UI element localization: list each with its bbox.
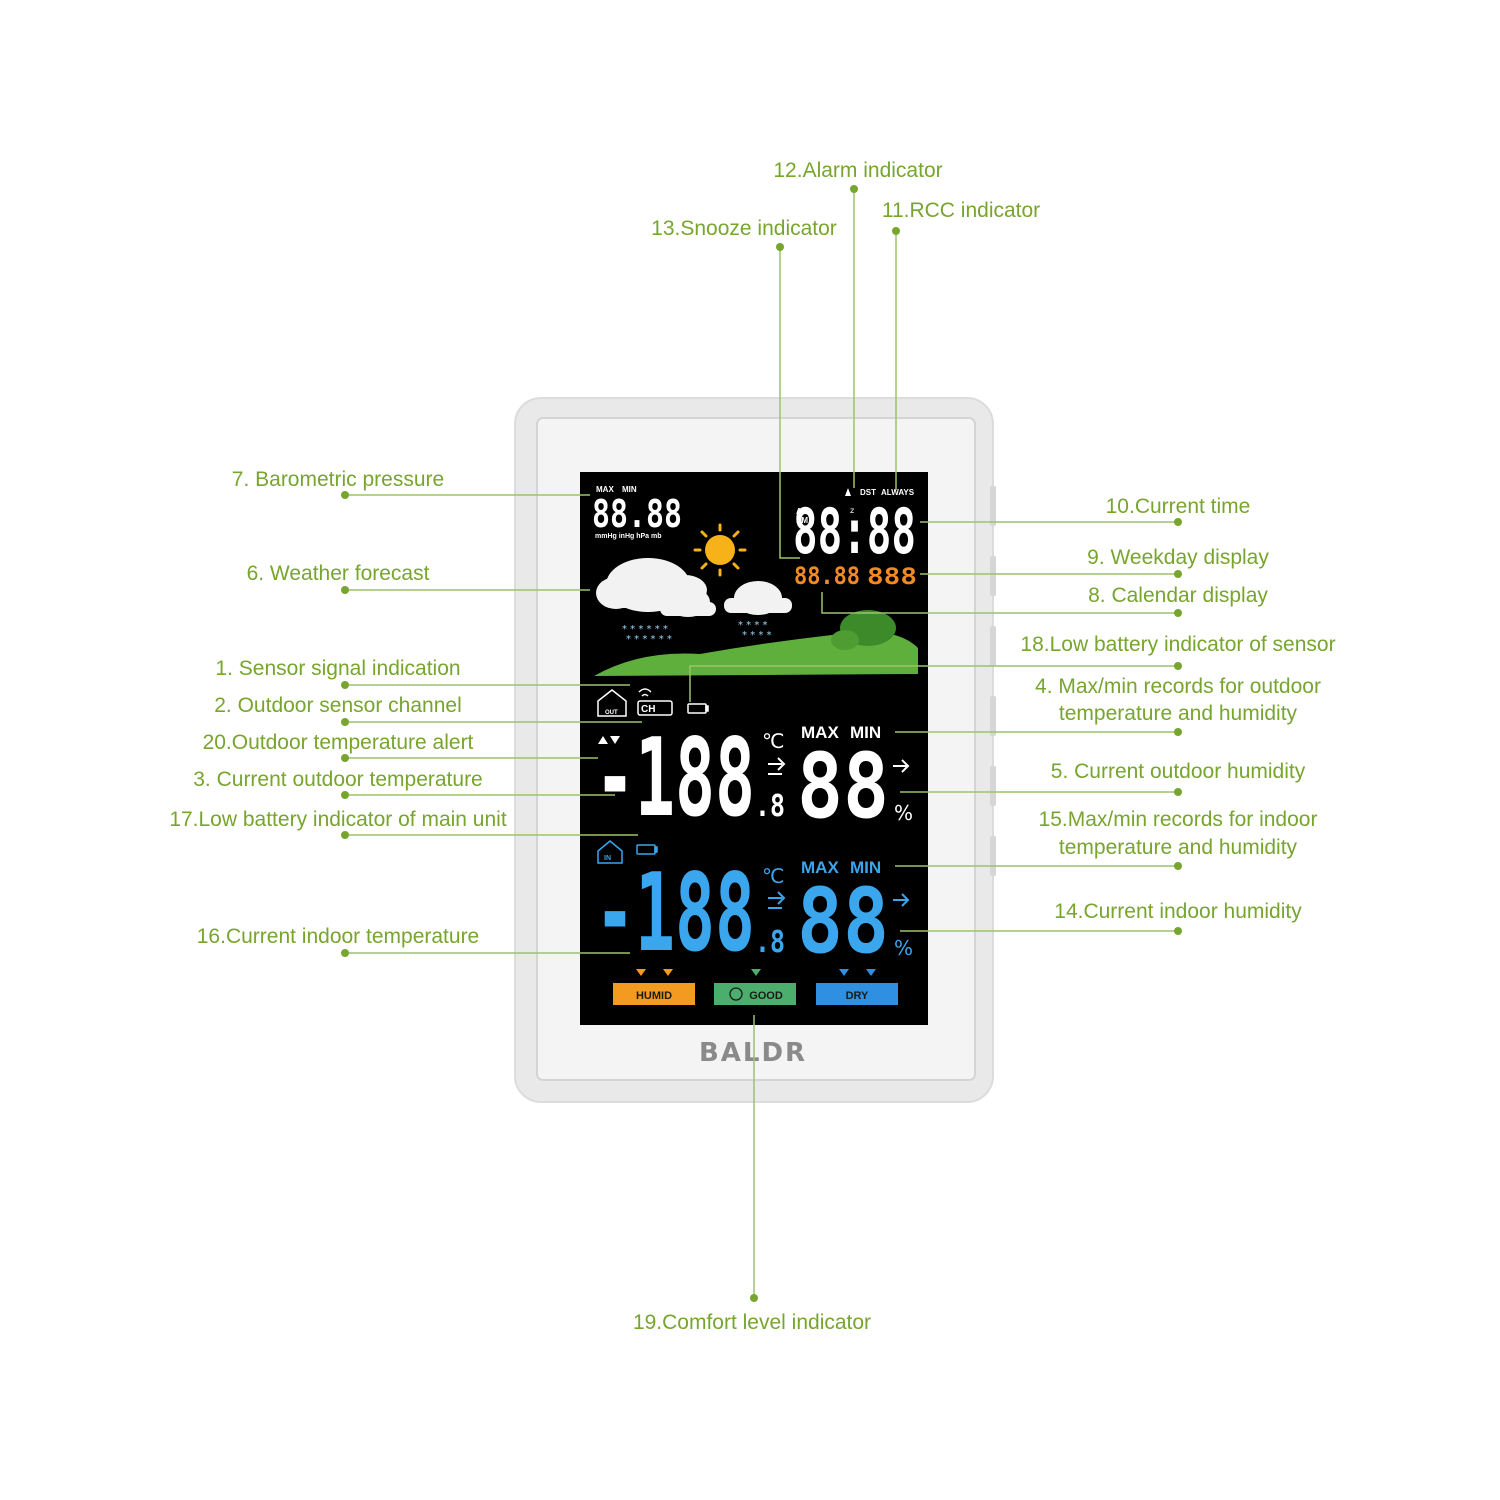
callout-indoor-maxmin-2: temperature and humidity	[1059, 836, 1298, 859]
callout-lowbatt-sensor: 18.Low battery indicator of sensor	[1020, 633, 1335, 656]
callout-snooze: 13.Snooze indicator	[651, 217, 837, 240]
pressure-units: mmHg inHg hPa mb	[595, 533, 662, 540]
channel-label: CH	[641, 704, 655, 715]
snowflake-icon: * * * * * * * * * * * * * * * * * * * *	[622, 620, 772, 645]
callout-temp-alert: 20.Outdoor temperature alert	[203, 731, 474, 754]
svg-text:* * * *: * * * *	[742, 630, 772, 641]
smile-icon	[729, 987, 743, 1001]
sun-icon	[693, 523, 747, 577]
comfort-arrow-icon	[636, 969, 876, 976]
callout-channel: 2. Outdoor sensor channel	[214, 694, 462, 717]
always-label: ALWAYS	[881, 488, 915, 497]
humid-badge	[613, 983, 695, 1005]
main-battery-icon	[636, 844, 658, 855]
pm-label: PM	[796, 516, 808, 525]
snooze-icon: z	[850, 506, 854, 515]
outdoor-max-label: MAX	[801, 723, 839, 742]
indoor-percent: %	[894, 936, 913, 960]
indoor-temp-decimal: .8	[755, 925, 785, 960]
small-cloud-icon	[660, 587, 716, 617]
indoor-trend-icon	[768, 891, 786, 909]
indoor-humidity-trend-icon	[893, 893, 910, 907]
callout-lowbatt-main: 17.Low battery indicator of main unit	[169, 808, 507, 831]
pressure-display: MAX MIN 88.88 mmHg inHg hPa mb	[592, 485, 682, 540]
svg-text:* * * * * *: * * * * * *	[622, 624, 668, 635]
dry-label: DRY	[846, 990, 869, 1002]
weather-forecast: * * * * * * * * * * * * * * * * * * * *	[594, 523, 918, 676]
humid-label: HUMID	[636, 990, 672, 1002]
callout-labels: 12.Alarm indicator 11.RCC indicator 13.S…	[169, 159, 1335, 1334]
outdoor-section: OUT CH -188 .8 ℃ MAX MIN 88 %	[595, 688, 913, 841]
leader-lines	[345, 190, 1178, 1297]
callout-outdoor-maxmin: 4. Max/min records for outdoor	[1035, 675, 1321, 698]
signal-icon	[638, 688, 652, 697]
outdoor-percent: %	[894, 801, 913, 825]
clock-display: DST ALWAYS AM PM 88:88 z	[793, 488, 916, 568]
pressure-max-label: MAX	[596, 485, 614, 494]
calendar-digits: 88.88	[794, 562, 860, 590]
am-label: AM	[796, 507, 809, 516]
channel-box: CH	[637, 700, 673, 716]
svg-text:* * * *: * * * *	[738, 620, 768, 631]
callout-comfort: 19.Comfort level indicator	[633, 1311, 871, 1334]
landscape-icon	[594, 610, 918, 676]
right-cloud-icon	[724, 581, 792, 615]
svg-text:* * * * * *: * * * * * *	[626, 634, 672, 645]
callout-signal: 1. Sensor signal indication	[215, 657, 460, 680]
callout-outdoor-maxmin-2: temperature and humidity	[1059, 702, 1298, 725]
indoor-min-label: MIN	[850, 858, 881, 877]
indoor-humidity-digits: 88	[797, 869, 889, 974]
good-label: GOOD	[749, 990, 783, 1002]
callout-weekday: 9. Weekday display	[1087, 546, 1269, 569]
outdoor-humidity-trend-icon	[893, 759, 910, 773]
weekday-digits: 888	[867, 565, 917, 590]
callout-indoor-maxmin: 15.Max/min records for indoor	[1039, 808, 1318, 831]
outdoor-trend-icon	[768, 757, 786, 775]
pressure-digits: 88.88	[592, 492, 682, 536]
callout-indoor-temp: 16.Current indoor temperature	[197, 925, 480, 948]
indoor-temp-digits: -188	[595, 851, 755, 976]
pressure-min-label: MIN	[622, 485, 637, 494]
callout-outdoor-humidity: 5. Current outdoor humidity	[1051, 760, 1306, 783]
comfort-indicator: HUMID GOOD DRY	[613, 969, 898, 1005]
callout-calendar: 8. Calendar display	[1088, 584, 1268, 607]
callout-indoor-humidity: 14.Current indoor humidity	[1054, 900, 1302, 923]
outdoor-temp-decimal: .8	[755, 789, 785, 824]
alarm-bell-icon	[845, 488, 851, 496]
indoor-temp-unit: ℃	[762, 864, 784, 888]
indoor-house-icon	[597, 840, 623, 864]
out-tag: OUT	[605, 710, 618, 716]
callout-rcc: 11.RCC indicator	[882, 199, 1040, 222]
callout-forecast: 6. Weather forecast	[247, 562, 430, 585]
in-tag: IN	[604, 855, 611, 862]
sensor-battery-icon	[687, 703, 709, 714]
clock-digits: 88:88	[793, 495, 916, 568]
callout-alarm: 12.Alarm indicator	[773, 159, 942, 182]
temp-alert-icon	[598, 736, 620, 744]
callout-outdoor-temp: 3. Current outdoor temperature	[193, 768, 483, 791]
leader-dots	[341, 185, 1182, 1302]
outdoor-temp-unit: ℃	[762, 729, 784, 753]
dst-label: DST	[860, 488, 876, 497]
calendar-display: 88.88 888	[794, 562, 917, 590]
outdoor-temp-digits: -188	[595, 716, 755, 841]
callout-time: 10.Current time	[1106, 495, 1251, 518]
indoor-max-label: MAX	[801, 858, 839, 877]
outdoor-humidity-digits: 88	[797, 734, 889, 839]
dry-badge	[816, 983, 898, 1005]
indoor-section: IN -188 .8 ℃ MAX MIN 88 %	[595, 840, 913, 976]
brand-logo: BALDR	[699, 1038, 807, 1068]
svg-text:z: z	[850, 506, 854, 515]
outdoor-house-icon	[597, 689, 627, 717]
outdoor-min-label: MIN	[850, 723, 881, 742]
callout-pressure: 7. Barometric pressure	[232, 468, 444, 491]
